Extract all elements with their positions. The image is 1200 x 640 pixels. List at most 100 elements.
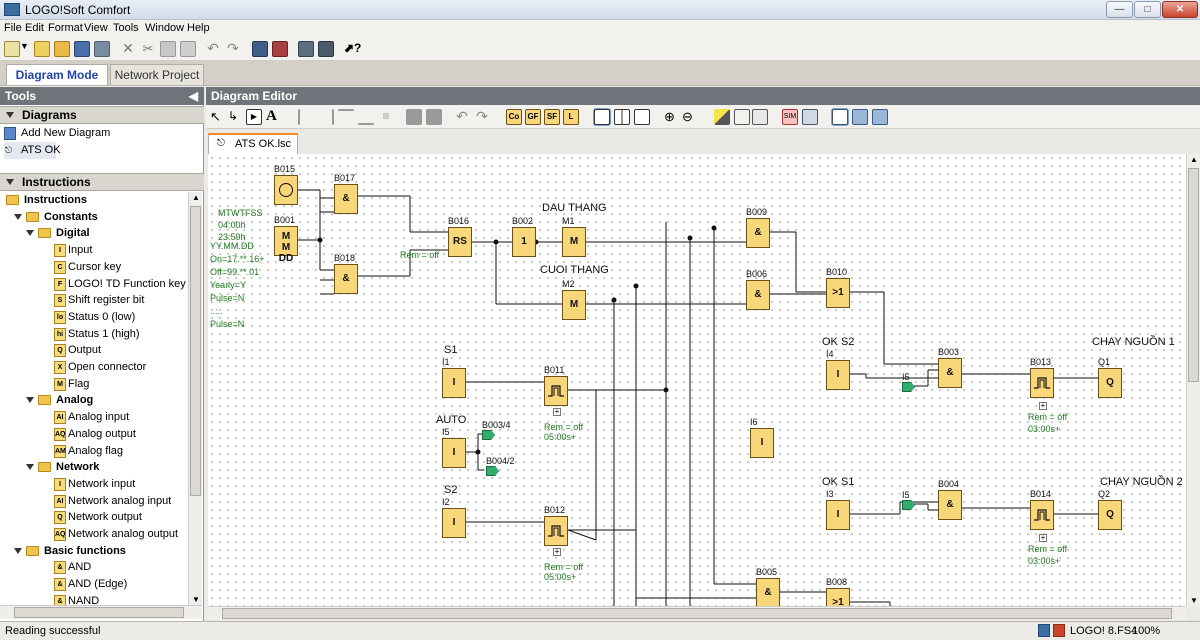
ungroup-icon[interactable]: [426, 109, 442, 125]
transfer-pc-to-logo-icon[interactable]: [252, 41, 268, 57]
single-view-icon[interactable]: [594, 109, 610, 125]
function-block[interactable]: MM DD: [274, 226, 298, 264]
function-block[interactable]: [1030, 500, 1054, 530]
function-block[interactable]: I: [442, 368, 466, 398]
highlight-icon[interactable]: [714, 109, 730, 125]
editor-undo-icon[interactable]: ↶: [456, 108, 468, 124]
zoom-in-icon[interactable]: ⊕: [664, 109, 675, 124]
online-test-icon[interactable]: [802, 109, 818, 125]
print-icon[interactable]: [94, 41, 110, 57]
basic-functions-filter-button[interactable]: GF: [525, 109, 541, 125]
tree-hscroll-thumb[interactable]: [14, 607, 184, 618]
tree-folder[interactable]: Constants: [0, 209, 188, 226]
distribute-icon[interactable]: ≡: [382, 109, 390, 123]
scale-icon[interactable]: [832, 109, 848, 125]
canvas-horizontal-scrollbar[interactable]: [208, 606, 1186, 620]
chevron-down-icon[interactable]: [26, 464, 34, 471]
open-icon[interactable]: [54, 41, 70, 57]
expand-parameters-icon[interactable]: +: [553, 407, 561, 416]
new-icon[interactable]: [4, 41, 20, 57]
tree-vertical-scrollbar[interactable]: ▲ ▼: [188, 192, 202, 605]
split-vertical-icon[interactable]: [614, 109, 630, 125]
align-right-icon[interactable]: [318, 109, 334, 125]
function-block[interactable]: Q: [1098, 368, 1122, 398]
properties-icon[interactable]: [752, 109, 768, 125]
function-block[interactable]: [274, 175, 298, 205]
connect-tool-icon[interactable]: ↳: [228, 109, 239, 123]
chevron-down-icon[interactable]: [26, 230, 34, 237]
menu-window[interactable]: Window: [145, 22, 185, 34]
instructions-section-header[interactable]: Instructions: [0, 173, 204, 191]
chevron-down-icon[interactable]: [26, 397, 34, 404]
scroll-up-icon[interactable]: ▲: [1190, 155, 1198, 164]
minimize-button[interactable]: —: [1106, 1, 1133, 18]
scroll-up-icon[interactable]: ▲: [192, 193, 200, 202]
function-block[interactable]: &: [746, 218, 770, 248]
tree-item[interactable]: &AND: [0, 559, 188, 576]
split-three-icon[interactable]: [634, 109, 650, 125]
tree-item[interactable]: &AND (Edge): [0, 576, 188, 593]
tree-horizontal-scrollbar[interactable]: [0, 605, 202, 619]
function-block[interactable]: &: [756, 578, 780, 606]
save-icon[interactable]: [74, 41, 90, 57]
bring-to-front-icon[interactable]: [872, 109, 888, 125]
function-block[interactable]: &: [746, 280, 770, 310]
tree-folder[interactable]: Analog: [0, 392, 188, 409]
function-block[interactable]: M: [562, 290, 586, 320]
simulation-icon[interactable]: SIM: [782, 109, 798, 125]
function-block[interactable]: RS: [448, 227, 472, 257]
function-block[interactable]: >1: [826, 278, 850, 308]
library-filter-button[interactable]: L: [563, 109, 579, 125]
menu-file[interactable]: File: [4, 22, 22, 34]
connector-flag-icon[interactable]: [902, 382, 915, 392]
cut-icon[interactable]: ✂: [142, 41, 154, 56]
transfer-logo-to-pc-icon[interactable]: [272, 41, 288, 57]
editor-redo-icon[interactable]: ↷: [476, 108, 488, 124]
tree-item[interactable]: &NAND: [0, 593, 188, 605]
tree-folder[interactable]: Instructions: [0, 192, 188, 209]
connector-flag-icon[interactable]: [482, 430, 495, 440]
help-pointer-icon[interactable]: ⬈?: [344, 41, 362, 55]
canvas-hscroll-thumb[interactable]: [222, 608, 1172, 619]
function-block[interactable]: M: [562, 227, 586, 257]
align-bottom-icon[interactable]: [358, 109, 374, 125]
tab-diagram-mode[interactable]: Diagram Mode: [6, 64, 108, 85]
select-pointer-icon[interactable]: ↖: [210, 109, 221, 124]
undo-icon[interactable]: ↶: [207, 40, 219, 56]
new-dropdown-icon[interactable]: ▼: [20, 41, 29, 51]
function-block[interactable]: I: [826, 360, 850, 390]
diagram-item-ats-ok[interactable]: ⎋ ATS OK: [4, 142, 61, 159]
scroll-down-icon[interactable]: ▼: [1190, 596, 1198, 605]
device-icon[interactable]: [298, 41, 314, 57]
function-block[interactable]: >1: [826, 588, 850, 606]
redo-icon[interactable]: ↷: [227, 40, 239, 56]
monitor-icon[interactable]: [318, 41, 334, 57]
function-block[interactable]: &: [938, 358, 962, 388]
tree-folder[interactable]: Network: [0, 459, 188, 476]
function-block[interactable]: 1: [512, 227, 536, 257]
text-tool-icon[interactable]: A: [266, 108, 277, 124]
function-block[interactable]: [544, 516, 568, 546]
function-block[interactable]: &: [938, 490, 962, 520]
align-left-icon[interactable]: [298, 109, 314, 125]
expand-parameters-icon[interactable]: +: [553, 547, 561, 556]
function-block[interactable]: &: [334, 184, 358, 214]
function-block[interactable]: &: [334, 264, 358, 294]
diagrams-section-header[interactable]: Diagrams: [0, 106, 204, 124]
menu-edit[interactable]: Edit: [25, 22, 44, 34]
function-block[interactable]: I: [442, 508, 466, 538]
